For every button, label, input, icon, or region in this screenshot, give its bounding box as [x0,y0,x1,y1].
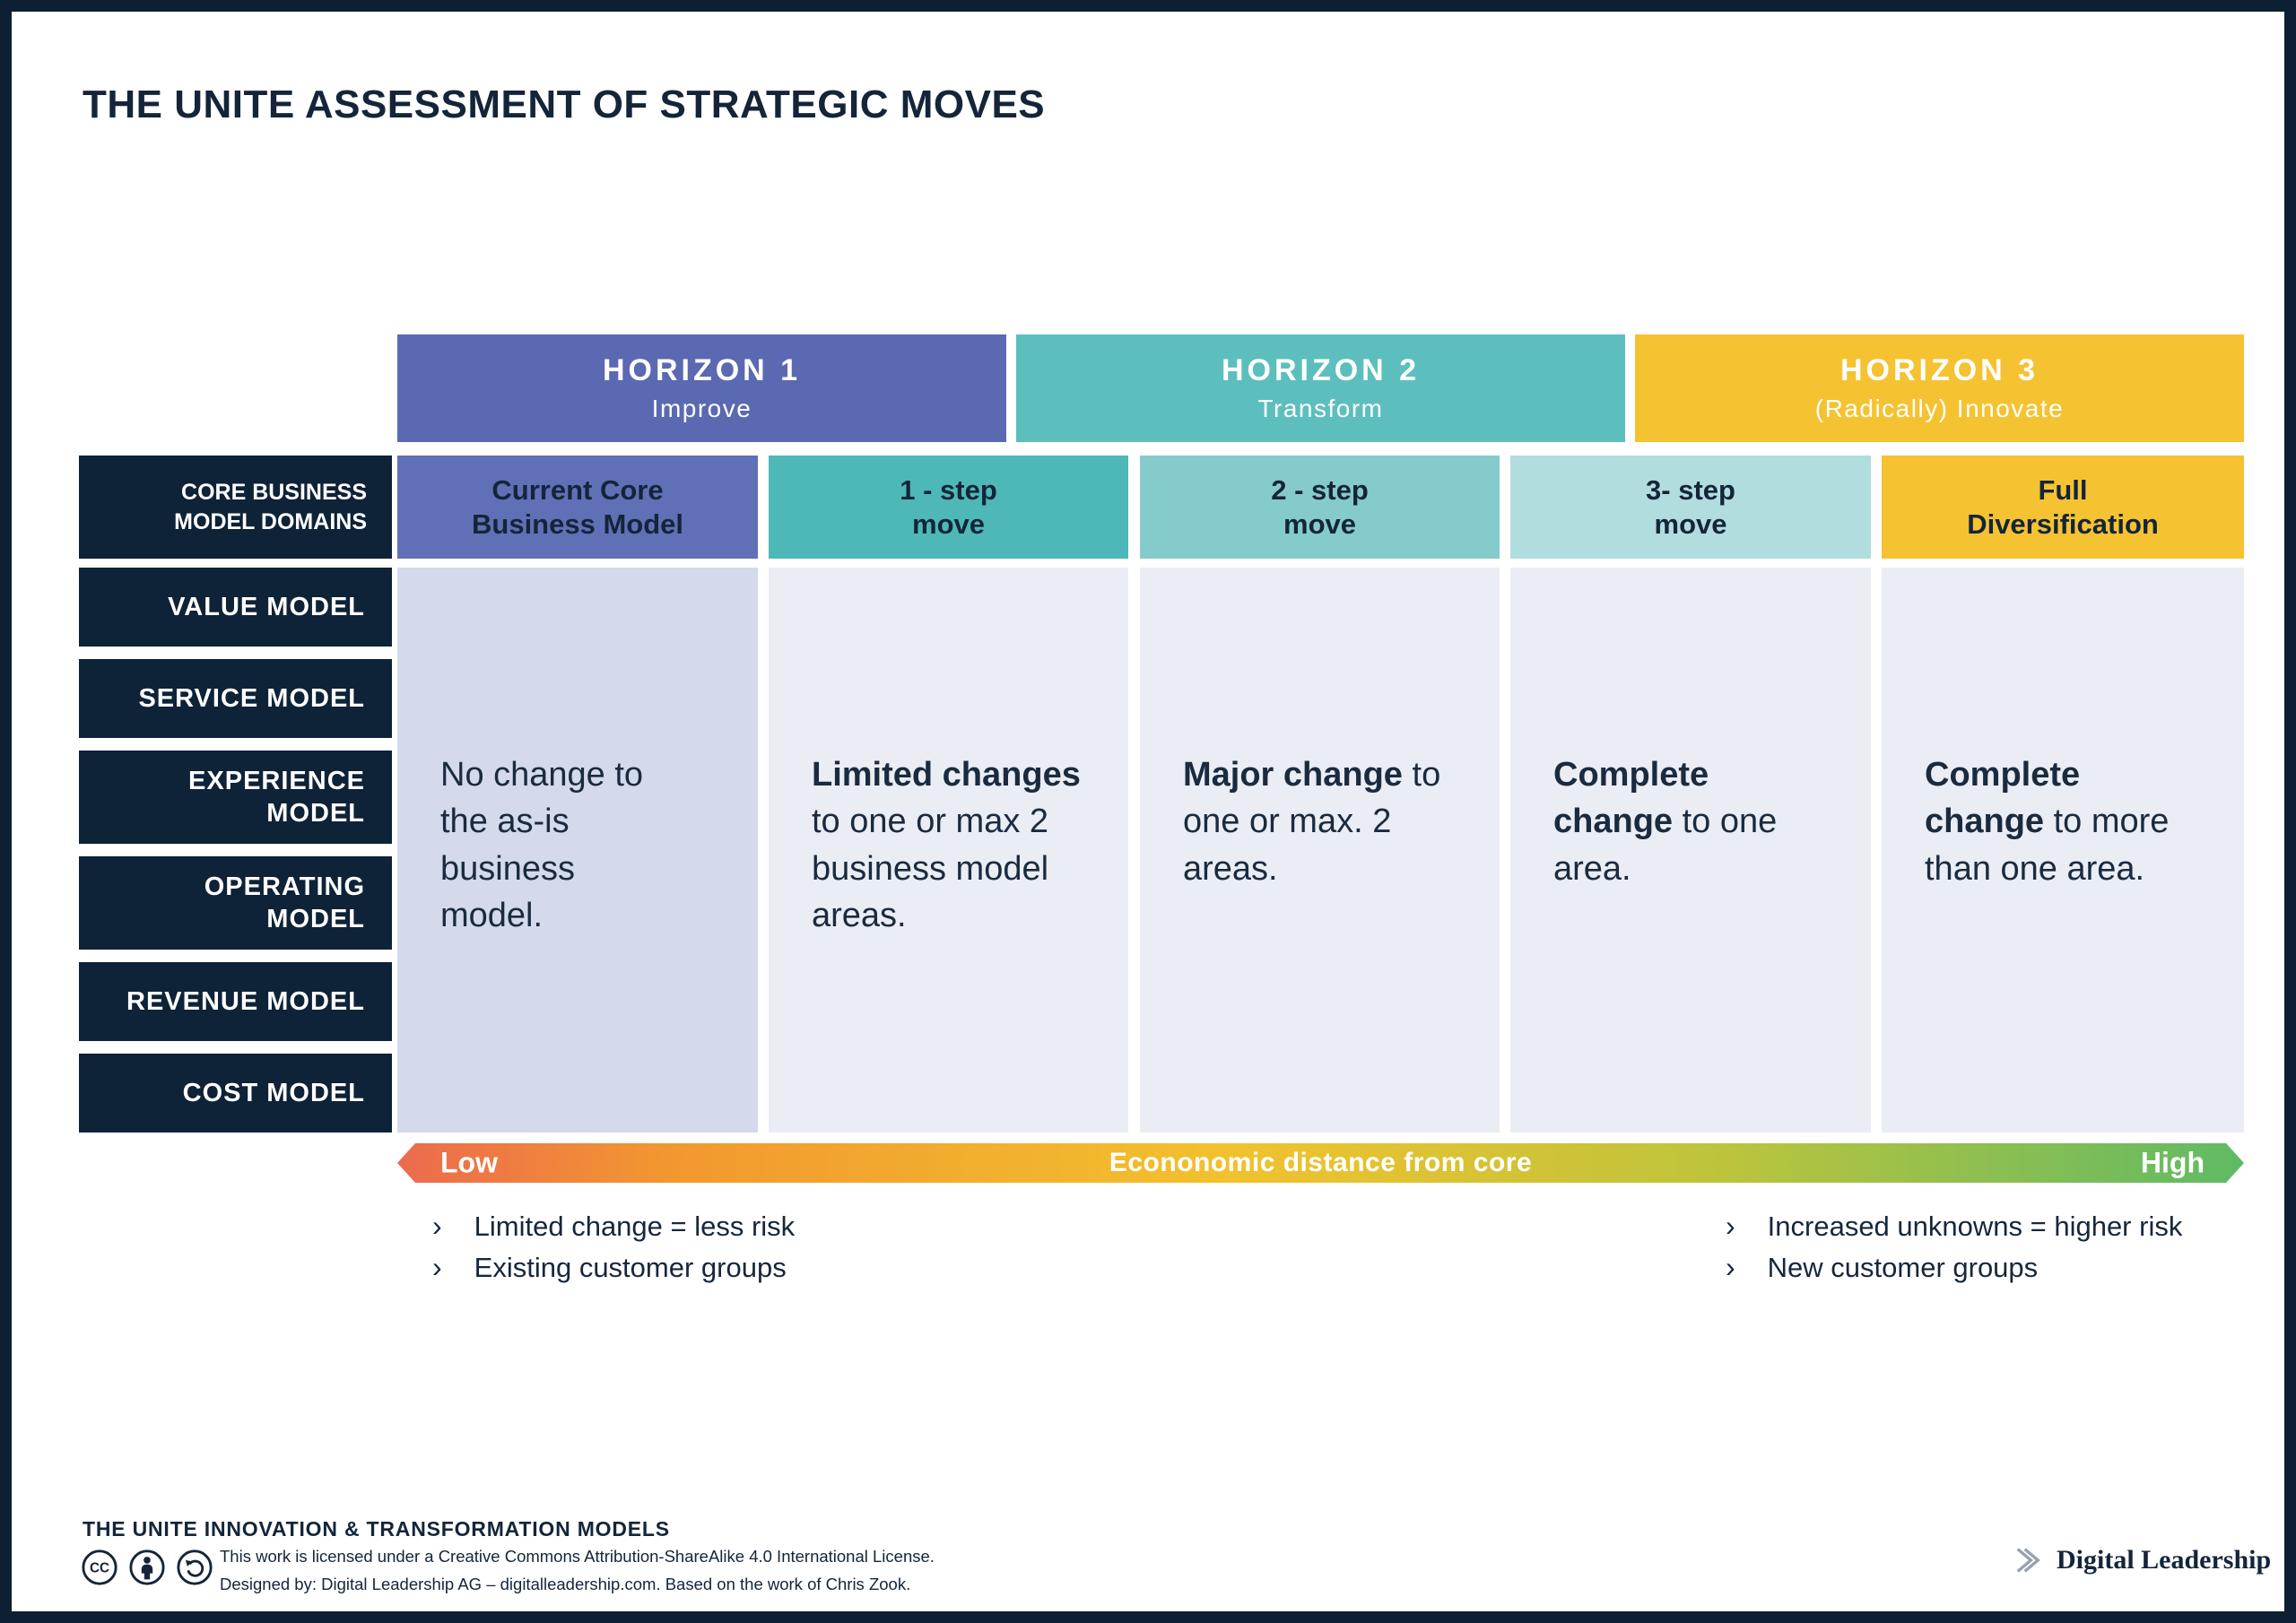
cc-icon: CC [82,1549,117,1585]
cell-text: Complete change to more than one area. [1925,751,2201,892]
note-row: › Existing customer groups [432,1252,795,1284]
cell-text: Major change to one or max. 2 areas. [1183,751,1457,892]
cell-text: Limited changes to one or max 2 business… [812,751,1085,940]
sidebar-item-experience-model: EXPERIENCE MODEL [79,751,392,844]
column-header-line2: move [1283,508,1356,540]
svg-text:CC: CC [90,1561,109,1576]
column-header-line1: Full [2038,474,2088,507]
cell-text-rest: to one or max. 2 areas. [1183,756,1441,888]
column-header-line1: 3- step [1646,474,1735,507]
sidebar-item-label: VALUE MODEL [168,592,365,621]
sidebar-item-operating-model: OPERATING MODEL [79,856,392,950]
license-line-2: Designed by: Digital Leadership AG – dig… [220,1575,911,1594]
bullet-chevron-icon: › [432,1251,442,1283]
attribution-person-icon [129,1549,165,1585]
page-title: THE UNITE ASSESSMENT OF STRATEGIC MOVES [83,82,1046,126]
bullet-chevron-icon: › [432,1210,442,1242]
column-header-line2: Business Model [472,508,683,540]
cell-1-step: Limited changes to one or max 2 business… [769,568,1128,1133]
horizon-3-title: HORIZON 3 [1839,353,2039,387]
cell-text: Complete change to one area. [1553,751,1828,892]
notes-left: › Limited change = less risk › Existing … [432,1211,795,1293]
horizon-1-subtitle: Improve [651,395,752,422]
sidebar-item-label: SERVICE MODEL [138,683,365,713]
note-text: Limited change = less risk [474,1211,796,1242]
axis-low-label: Low [440,1146,498,1179]
cell-current-core: No change to the as-is business model. [397,568,758,1133]
sidebar-item-cost-model: COST MODEL [79,1054,392,1133]
axis-high-label: High [2140,1146,2205,1179]
cell-text-lead: Complete change [1925,756,2081,841]
cell-text-lead: Complete change [1553,756,1709,841]
sidebar-item-revenue-model: REVENUE MODEL [79,962,392,1041]
sidebar-item-label: COST MODEL [182,1078,365,1107]
column-header-line2: move [912,508,985,540]
horizon-1-header: HORIZON 1 Improve [397,334,1006,442]
note-text: Increased unknowns = higher risk [1767,1211,2183,1242]
column-header-line1: 2 - step [1271,474,1369,507]
note-text: New customer groups [1767,1252,2039,1283]
domains-corner-header: CORE BUSINESS MODEL DOMAINS [79,456,392,559]
cell-text-rest: No change to the as-is business model. [440,756,644,935]
horizon-2-title: HORIZON 2 [1221,353,1421,387]
bullet-chevron-icon: › [1726,1251,1735,1283]
sidebar-item-label: EXPERIENCE MODEL [188,766,365,828]
footer-series-title: THE UNITE INNOVATION & TRANSFORMATION MO… [83,1517,670,1541]
notes-right: › Increased unknowns = higher risk › New… [1726,1211,2182,1293]
cell-2-step: Major change to one or max. 2 areas. [1140,568,1500,1133]
cell-text: No change to the as-is business model. [440,751,669,940]
sidebar-item-service-model: SERVICE MODEL [79,659,392,738]
license-text: This work is licensed under a Creative C… [220,1542,935,1599]
license-line-1: This work is licensed under a Creative C… [220,1547,935,1566]
domains-corner-label: CORE BUSINESS MODEL DOMAINS [174,480,367,534]
cell-text-rest: to one or max 2 business model areas. [812,803,1049,935]
bullet-chevron-icon: › [1726,1210,1735,1242]
cell-full-diversification: Complete change to more than one area. [1882,568,2244,1133]
cell-text-lead: Major change [1183,756,1403,794]
horizon-2-subtitle: Transform [1257,395,1384,422]
share-alike-icon [177,1549,213,1585]
note-row: › Limited change = less risk [432,1211,795,1243]
note-row: › New customer groups [1726,1252,2182,1284]
horizon-2-header: HORIZON 2 Transform [1016,334,1625,442]
column-header-full-diversification: Full Diversification [1882,456,2244,559]
cell-text-rest: to more than one area. [1925,803,2170,888]
column-header-line1: 1 - step [900,474,997,507]
column-header-current-core: Current Core Business Model [397,456,758,559]
cell-3-step: Complete change to one area. [1510,568,1871,1133]
cell-text-rest: to one area. [1553,803,1778,888]
sidebar-item-value-model: VALUE MODEL [79,568,392,647]
horizon-1-title: HORIZON 1 [602,353,802,387]
horizon-3-subtitle: (Radically) Innovate [1814,395,2065,422]
brand-logo: Digital Leadership [2012,1544,2271,1576]
column-header-3-step: 3- step move [1510,456,1871,559]
double-chevron-icon [2016,1548,2040,1573]
distance-axis: Low Econonomic distance from core High [397,1143,2244,1183]
column-header-line2: Diversification [1967,508,2159,540]
column-header-line1: Current Core [491,474,664,507]
cell-text-lead: Limited changes [812,756,1081,794]
brand-name: Digital Leadership [2057,1545,2272,1575]
sidebar-item-label: OPERATING MODEL [204,872,365,933]
column-header-line2: move [1654,508,1727,540]
column-header-1-step: 1 - step move [769,456,1128,559]
cc-license-icons: CC [81,1549,213,1586]
note-row: › Increased unknowns = higher risk [1726,1211,2182,1243]
column-header-2-step: 2 - step move [1140,456,1500,559]
horizon-3-header: HORIZON 3 (Radically) Innovate [1635,334,2244,442]
note-text: Existing customer groups [474,1252,787,1283]
axis-title: Econonomic distance from core [1109,1148,1533,1177]
sidebar-item-label: REVENUE MODEL [126,986,365,1016]
